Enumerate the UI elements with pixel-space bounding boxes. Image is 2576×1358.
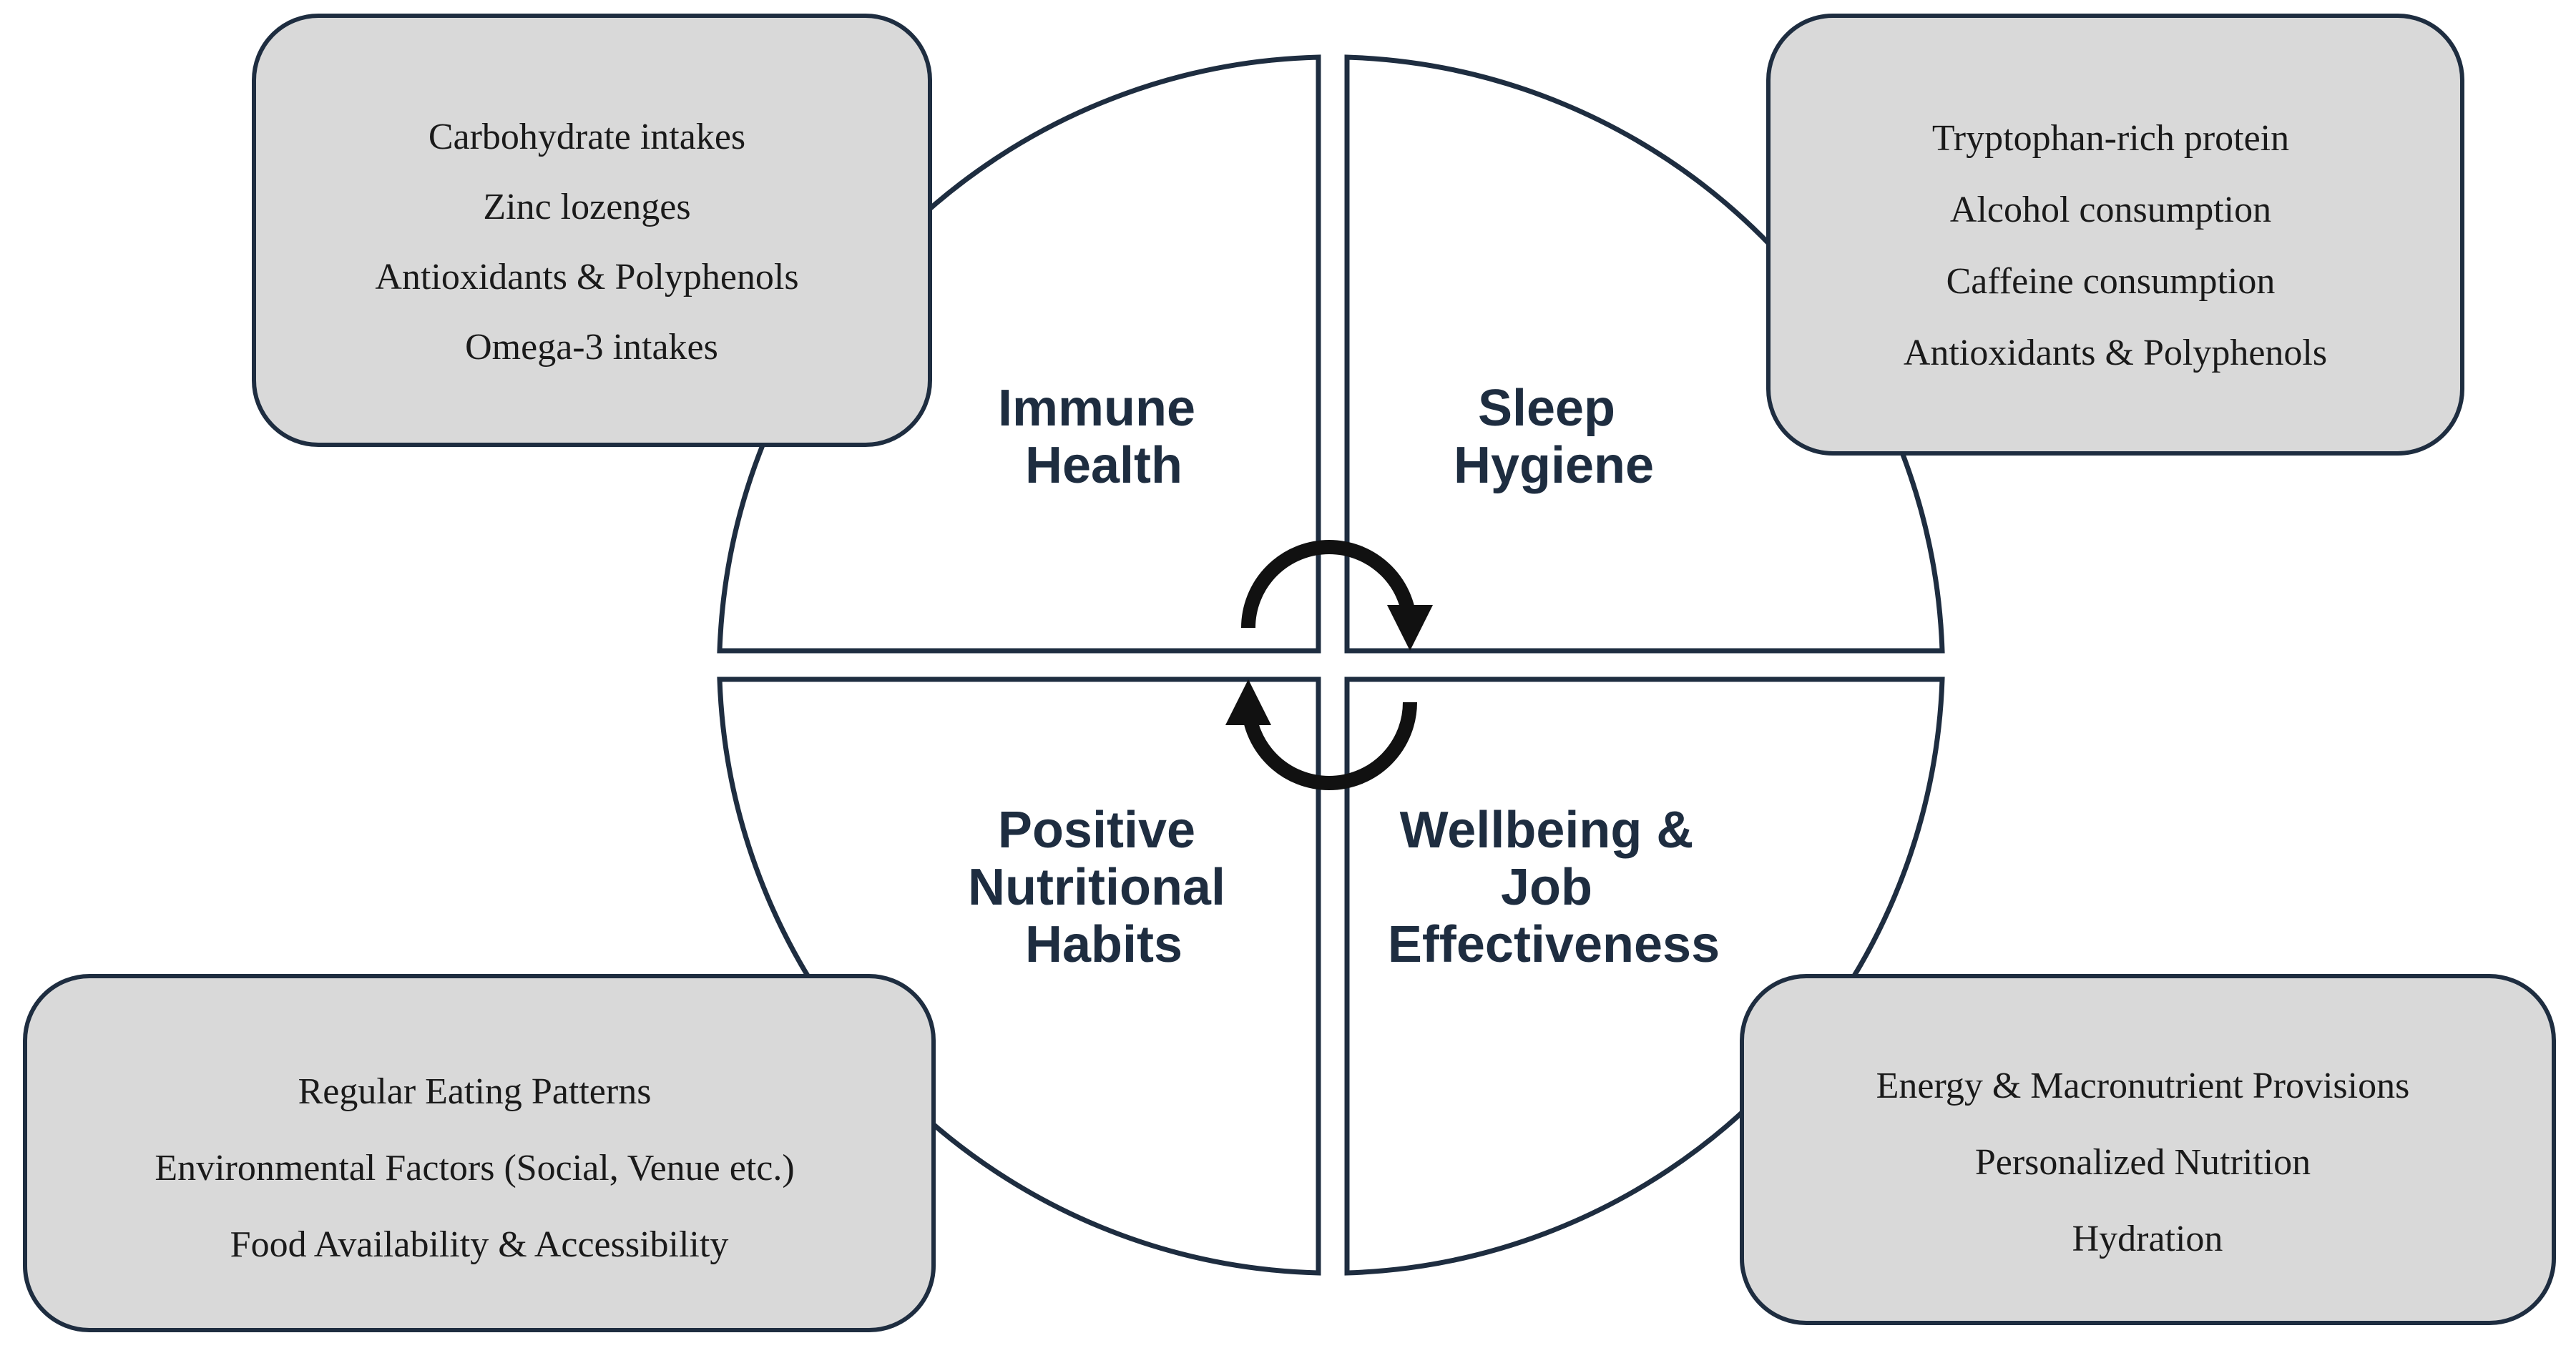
list-item: Environmental Factors (Social, Venue etc…	[155, 1148, 794, 1189]
title-line: Immune	[998, 380, 1195, 437]
cycle-arrow-top-icon	[1241, 540, 1433, 651]
cycle-arrow-bottom-icon	[1225, 679, 1417, 790]
box-nutritional-habits-factors	[23, 974, 936, 1332]
list-item: Energy & Macronutrient Provisions	[1876, 1066, 2410, 1106]
box-sleep-factors	[1766, 14, 2464, 456]
title-line: Habits	[1025, 916, 1182, 973]
quadrant-title-wellbeing-job-effectiveness: Wellbeing & Job Effectiveness	[1388, 802, 1720, 973]
list-item: Alcohol consumption	[1950, 190, 2271, 230]
box-nutritional-habits-factors-text: Regular Eating Patterns Environmental Fa…	[155, 1071, 803, 1265]
quadrant-title-immune-health: Immune Health	[998, 380, 1210, 494]
title-line: Sleep	[1478, 380, 1615, 437]
box-immune-factors	[252, 14, 932, 447]
quadrant-top-right	[1344, 54, 1945, 654]
title-line: Health	[1025, 437, 1182, 494]
list-item: Regular Eating Patterns	[298, 1071, 652, 1112]
title-line: Wellbeing &	[1400, 802, 1694, 859]
list-item: Antioxidants & Polyphenols	[1904, 333, 2327, 373]
list-item: Food Availability & Accessibility	[230, 1224, 729, 1265]
quadrant-title-positive-nutritional-habits: Positive Nutritional Habits	[968, 802, 1240, 973]
title-line: Hygiene	[1454, 437, 1654, 494]
list-item: Tryptophan-rich protein	[1932, 118, 2289, 159]
title-line: Effectiveness	[1388, 916, 1720, 973]
box-wellbeing-factors	[1740, 974, 2556, 1325]
list-item: Omega-3 intakes	[465, 327, 718, 368]
title-line: Job	[1501, 859, 1592, 916]
box-sleep-factors-text: Tryptophan-rich protein Alcohol consumpt…	[1904, 118, 2327, 373]
title-line: Nutritional	[968, 859, 1225, 916]
quadrant-title-sleep-hygiene: Sleep Hygiene	[1454, 380, 1654, 494]
title-line: Positive	[998, 802, 1195, 859]
list-item: Antioxidants & Polyphenols	[375, 257, 798, 297]
list-item: Caffeine consumption	[1946, 261, 2276, 302]
list-item: Carbohydrate intakes	[428, 117, 745, 157]
list-item: Zinc lozenges	[483, 187, 690, 227]
box-immune-factors-text: Carbohydrate intakes Zinc lozenges Antio…	[375, 117, 808, 368]
list-item: Hydration	[2072, 1219, 2223, 1259]
box-wellbeing-factors-text: Energy & Macronutrient Provisions Person…	[1876, 1066, 2419, 1259]
list-item: Personalized Nutrition	[1975, 1142, 2311, 1183]
